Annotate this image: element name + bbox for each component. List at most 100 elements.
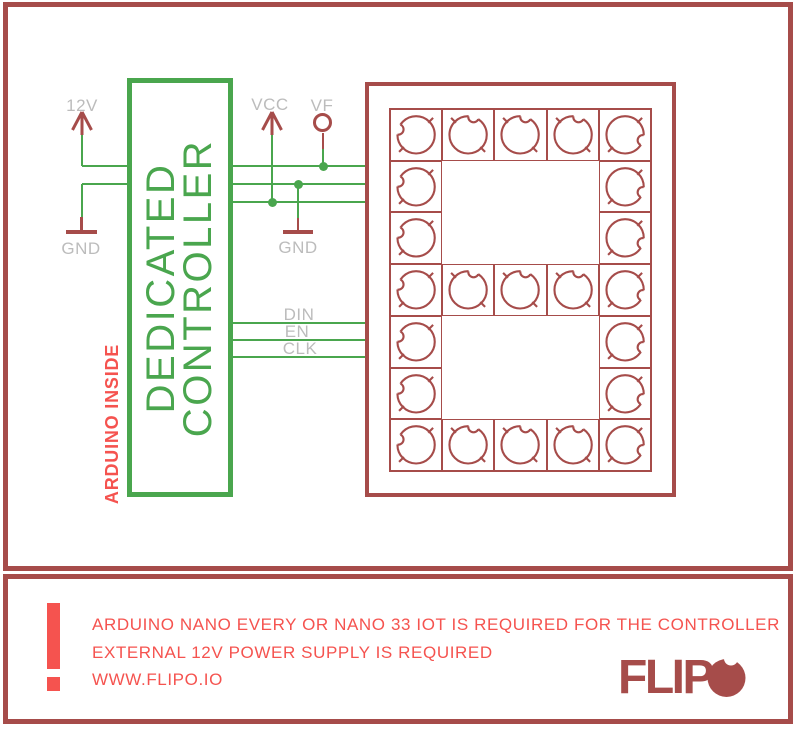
flipdot-disc-icon [552, 422, 593, 465]
label-clk: CLK [282, 339, 318, 358]
label-gnd-right: GND [278, 238, 318, 257]
wire-vcc-vertical [271, 135, 273, 202]
footer-panel [3, 574, 793, 724]
vf-stem [321, 133, 324, 149]
flipdot-cell [442, 109, 495, 161]
flipdot-empty [494, 368, 546, 420]
flipdot-cell [598, 264, 651, 316]
gnd-left-symbol [66, 230, 97, 234]
flipdot-empty [494, 212, 546, 264]
flipdot-cell [546, 109, 599, 161]
flipdot-disc-icon [500, 266, 541, 310]
wire-en [233, 339, 365, 341]
warning-text: ARDUINO NANO EVERY OR NANO 33 IOT IS REQ… [92, 611, 780, 694]
vf-terminal-icon [313, 113, 332, 132]
flipdot-cell [494, 264, 547, 316]
flipdot-empty [442, 212, 494, 264]
flipdot-disc-icon [553, 266, 593, 310]
warning-line1: ARDUINO NANO EVERY OR NANO 33 IOT IS REQ… [92, 615, 780, 634]
wire-clk [233, 356, 365, 358]
flipdot-disc-icon [393, 166, 436, 207]
flipdot-disc-icon [448, 422, 488, 465]
flipdot-cell [546, 419, 599, 471]
label-vcc: VCC [251, 95, 289, 114]
wire-vf-vertical [322, 149, 324, 166]
gnd-right-stem [296, 218, 299, 231]
flipdot-empty [547, 316, 599, 368]
flipdot-cell [494, 419, 547, 471]
gnd-right-symbol [283, 230, 313, 234]
vcc-arrow-icon [261, 111, 283, 135]
controller-title: DEDICATED CONTROLLER [139, 138, 220, 437]
junction-gnd [293, 179, 303, 189]
controller-title-line2: CONTROLLER [176, 138, 220, 437]
wire-12v-vertical [81, 135, 83, 166]
flipdot-cell [598, 315, 651, 368]
flipdot-disc-icon [605, 166, 648, 207]
flipdot-cell [598, 367, 651, 420]
flipdot-disc-icon [605, 322, 648, 362]
label-vf: VF [310, 96, 334, 115]
flipdot-cell [442, 264, 495, 316]
wire-gnd-left-vertical [81, 184, 83, 217]
flipdot-disc-icon [500, 422, 541, 465]
flipdot-cell [390, 160, 443, 213]
controller-title-line1: DEDICATED [139, 162, 183, 413]
flipdot-cell [546, 264, 599, 316]
flipdot-grid [389, 108, 652, 472]
flipdot-empty [442, 161, 494, 213]
flipdot-empty [442, 368, 494, 420]
flipdot-empty [442, 316, 494, 368]
arduino-inside-label: ARDUINO INSIDE [102, 343, 122, 505]
label-12v: 12V [66, 96, 98, 115]
flipdot-cell [598, 109, 651, 161]
wire-12v-horizontal [82, 165, 127, 167]
junction-vcc [267, 197, 277, 207]
junction-vf [318, 161, 328, 171]
gnd-left-stem [80, 217, 83, 230]
flipdot-empty [494, 316, 546, 368]
flipdot-disc-icon [393, 270, 436, 310]
wire-vf-bus [233, 165, 365, 167]
flipdot-cell [598, 419, 651, 471]
flipdot-empty [494, 161, 546, 213]
flipdot-cell [390, 264, 443, 316]
flipdot-cell [598, 212, 651, 265]
label-gnd-left: GND [61, 239, 101, 258]
flipdot-disc-icon [605, 270, 648, 310]
flipo-logo-disc-icon [707, 658, 746, 697]
flipdot-empty [547, 368, 599, 420]
flipdot-cell [390, 419, 443, 471]
flipdot-cell [390, 367, 443, 420]
wire-vcc-bus [233, 201, 365, 203]
flipdot-empty [547, 161, 599, 213]
warning-line2: EXTERNAL 12V POWER SUPPLY IS REQUIRED [92, 642, 493, 662]
warning-exclamation-dot [47, 677, 60, 691]
warning-line3-website: WWW.FLIPO.IO [92, 670, 223, 689]
12v-arrow-icon [71, 111, 93, 135]
flipdot-disc-icon [500, 111, 541, 155]
flipdot-cell [494, 109, 547, 161]
flipdot-disc-icon [393, 115, 436, 155]
flipdot-empty [547, 212, 599, 264]
warning-exclamation-icon [47, 603, 60, 669]
flipdot-disc-icon [553, 111, 593, 155]
flipdot-disc-icon [393, 322, 436, 362]
wire-din [233, 322, 365, 324]
wire-gnd-right-vertical [297, 184, 299, 218]
flipo-logo: FLIP [618, 651, 746, 704]
flipdot-disc-icon [393, 373, 436, 414]
flipdot-disc-icon [393, 218, 436, 258]
flipdot-disc-icon [393, 425, 436, 465]
flipdot-disc-icon [605, 425, 648, 465]
flipdot-cell [390, 212, 443, 265]
flipdot-disc-icon [448, 111, 488, 155]
dedicated-controller-box: DEDICATED CONTROLLER [127, 78, 233, 497]
flipo-logo-text: FLIP [618, 651, 715, 704]
wire-gnd-left-horizontal [82, 183, 127, 185]
label-en: EN [284, 322, 310, 341]
flipdot-cell [598, 160, 651, 213]
flipdot-cell [442, 419, 495, 471]
flipdot-disc-icon [605, 373, 648, 414]
